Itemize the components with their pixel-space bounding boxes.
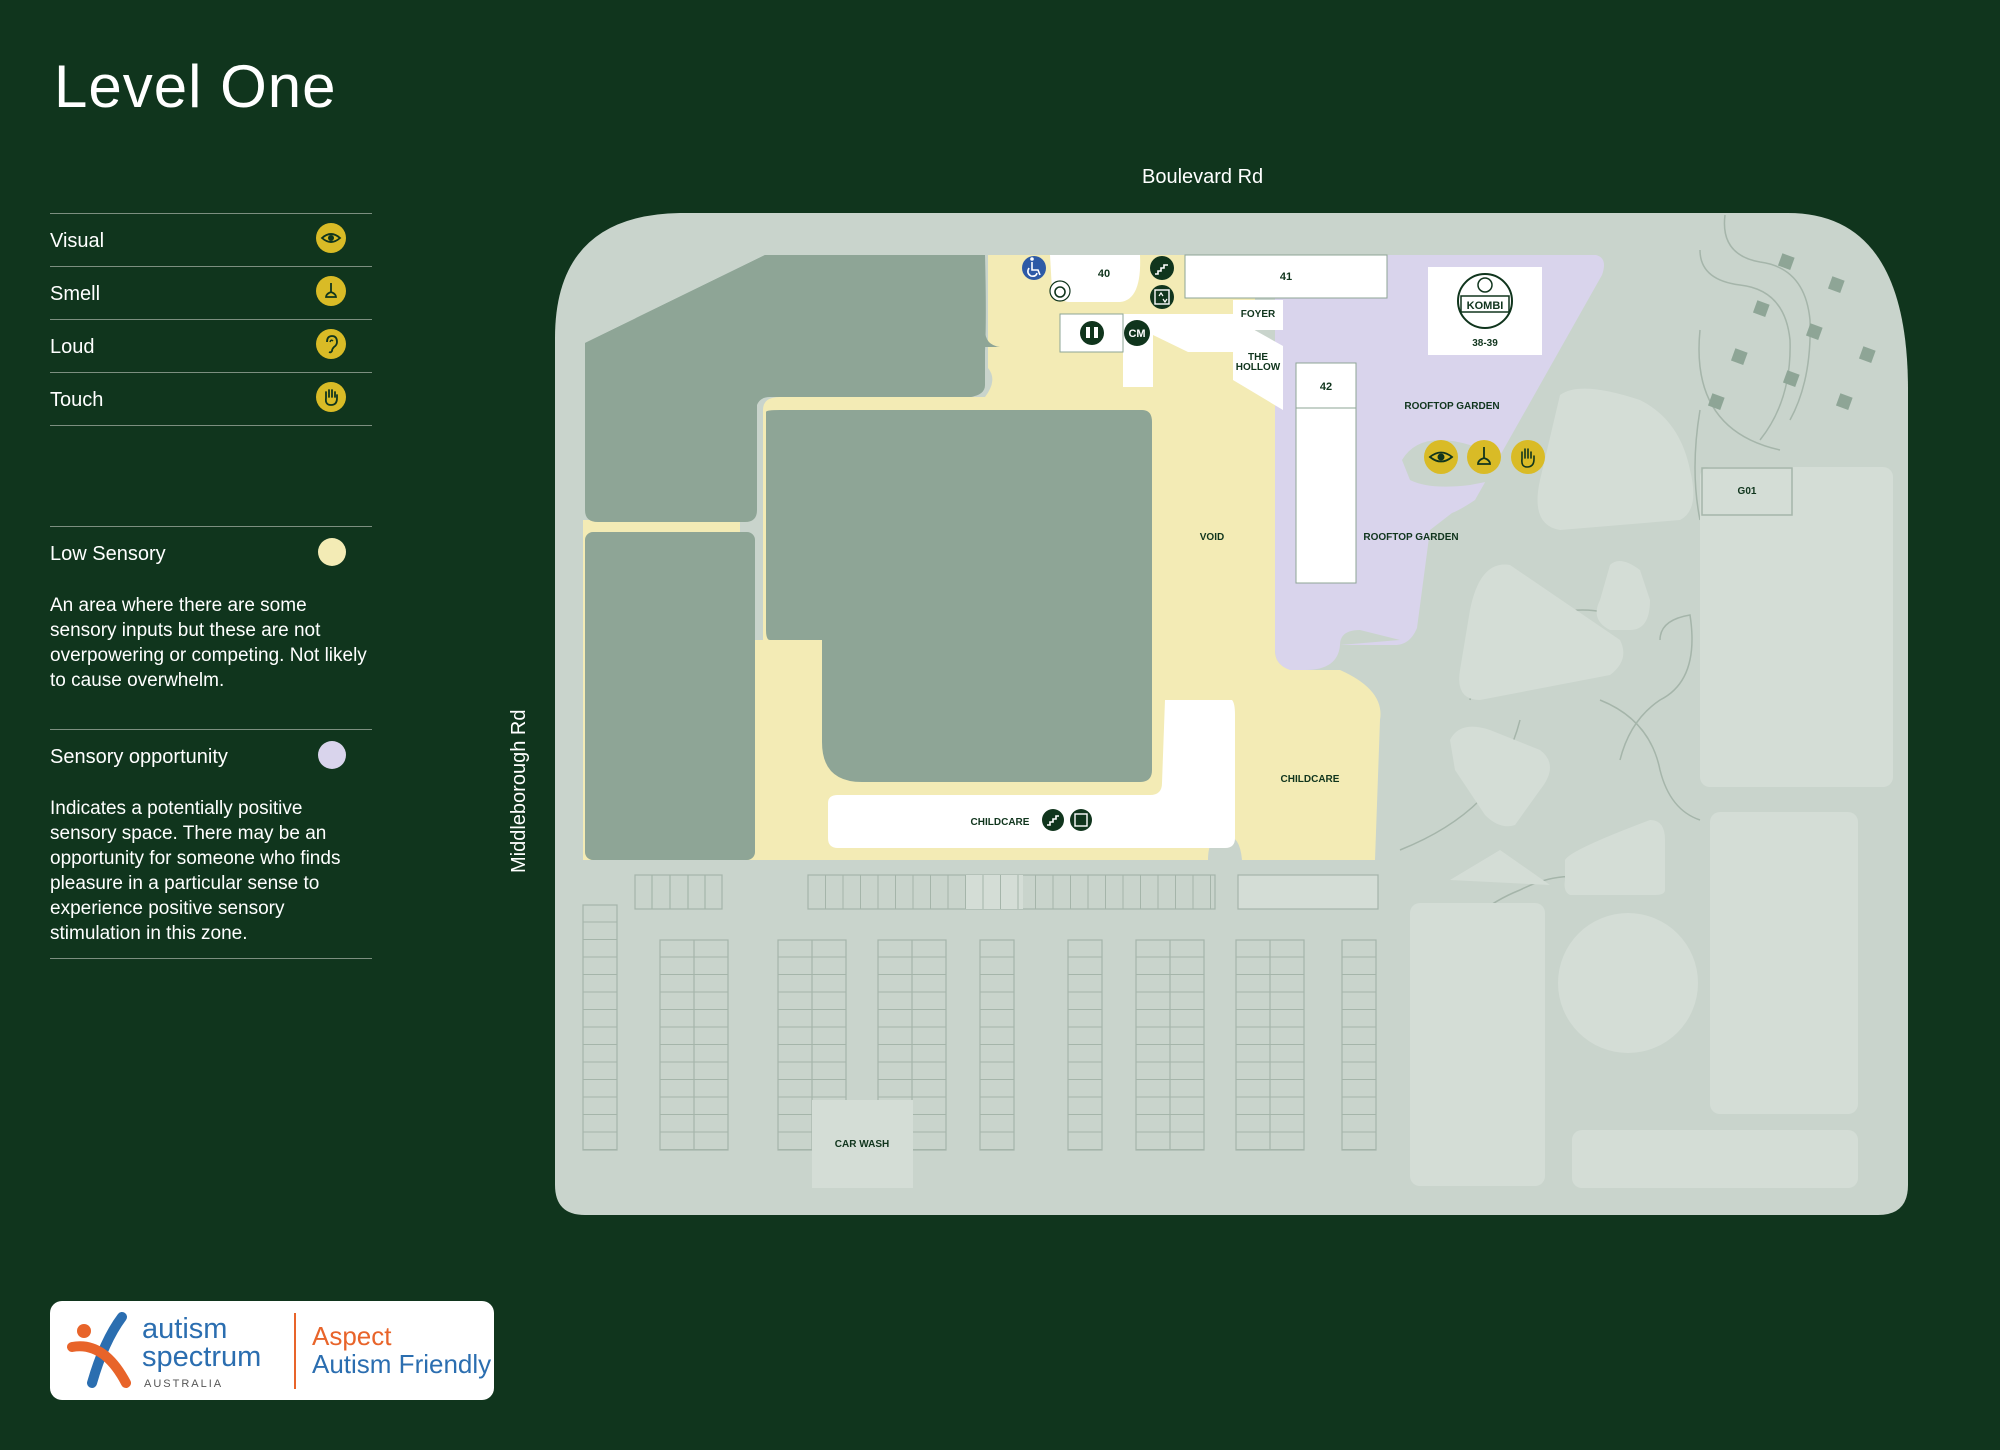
stairs-icon [1150,256,1174,280]
accessible-toilet-icon [1022,256,1046,280]
logo-australia: AUSTRALIA [144,1378,224,1390]
sensory-opportunity-swatch [318,741,346,769]
street-boulevard-rd: Boulevard Rd [1142,166,1264,188]
toilets-icon [1080,321,1104,345]
nose-icon [316,276,346,306]
legend-label: Loud [50,336,95,358]
low-sensory-legend: Low Sensory An area where there are some… [50,526,372,705]
unit-g01 [1701,467,1793,516]
childcare-label-1: CHILDCARE [971,817,1030,828]
logo-aspect: Aspect [312,1321,392,1351]
kombi-logo: KOMBI [1457,273,1513,329]
rooftop-garden-label-1: ROOFTOP GARDEN [1404,401,1499,412]
unit-outlines [1059,254,1388,584]
legend-label: Touch [50,389,104,411]
nose-icon [1467,440,1501,474]
logo-divider [294,1313,296,1389]
unit-41-label: 41 [1280,271,1292,283]
park-trees [1707,253,1876,410]
void-label: VOID [1200,532,1224,543]
sensory-opportunity-label: Sensory opportunity [50,746,228,768]
eye-icon [1424,440,1458,474]
kombi-label: KOMBI [1467,300,1504,312]
baby-change-icon [1049,280,1071,302]
childcare-label-2: CHILDCARE [1281,774,1340,785]
hand-icon [316,382,346,412]
ear-icon [316,329,346,359]
car-wash-label: CAR WASH [835,1139,889,1150]
page-title: Level One [54,53,337,120]
low-sensory-label: Low Sensory [50,543,166,565]
low-sensory-swatch [318,538,346,566]
cm-label: CM [1128,328,1145,340]
sense-legend: Visual Smell Loud Touch [50,213,372,426]
unit-42-label: 42 [1320,381,1332,393]
logo-autism-friendly: Autism Friendly [312,1349,492,1379]
legend-label: Smell [50,283,101,305]
rooftop-garden-label-2: ROOFTOP GARDEN [1363,532,1458,543]
car-wash-area [812,1100,913,1188]
autism-spectrum-logo-card: autism spectrum AUSTRALIA Aspect Autism … [50,1301,494,1400]
lift-icon [1070,809,1092,831]
foyer-label: FOYER [1241,309,1276,320]
legend-visual: Visual [50,213,372,266]
park-features [1410,388,1893,1188]
sensory-opportunity-description: Indicates a potentially positive sensory… [50,798,341,944]
autism-spectrum-logo-mark [67,1312,131,1388]
logo-spectrum: spectrum [142,1341,262,1373]
lift-icon [1150,285,1174,309]
legend-touch: Touch [50,372,372,425]
hand-icon [1511,440,1545,474]
legend-loud: Loud [50,319,372,372]
legend-label: Visual [50,230,105,252]
low-sensory-description: An area where there are some sensory inp… [50,595,367,691]
legend-smell: Smell [50,266,372,319]
eye-icon [316,223,346,253]
building-blocks [585,255,1152,860]
unit-g01-label: G01 [1738,486,1757,497]
sensory-opportunity-legend: Sensory opportunity Indicates a potentia… [50,729,372,959]
logo-autism: autism [142,1313,228,1345]
parking-bay-lines [583,875,1376,1150]
stairs-icon [1042,809,1064,831]
unit-38-39-label: 38-39 [1472,338,1498,349]
unit-40-label: 40 [1098,268,1110,280]
the-hollow-label-1: THE [1248,352,1268,363]
customer-service-icon: CM [1124,320,1150,346]
the-hollow-label-2: HOLLOW [1236,362,1281,373]
